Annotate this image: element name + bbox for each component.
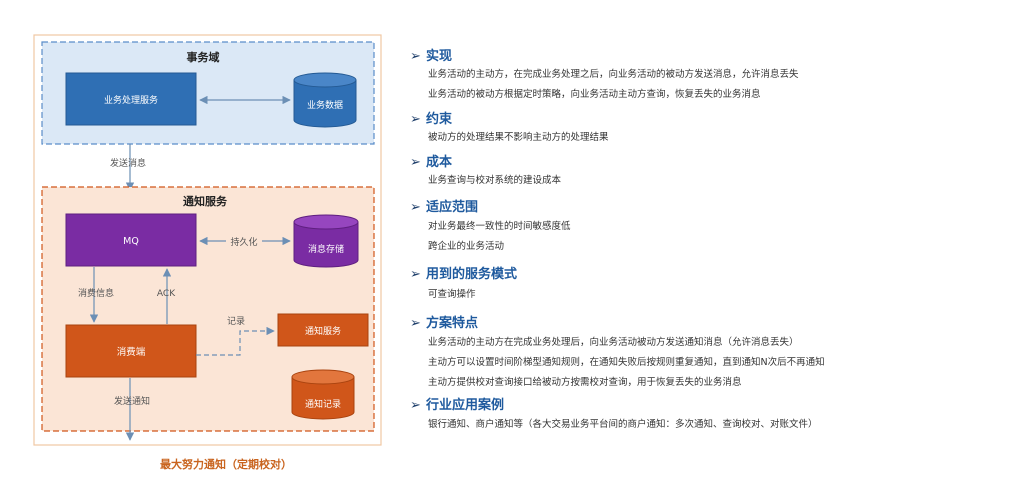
record-label: 记录 xyxy=(227,316,245,327)
chevron-right-icon: ➢ xyxy=(410,112,421,127)
consumer-box xyxy=(65,324,197,378)
chevron-right-icon: ➢ xyxy=(410,316,421,331)
mq-label: MQ xyxy=(123,236,139,247)
business-data-cylinder xyxy=(293,72,357,128)
notify-record-label: 通知记录 xyxy=(305,398,341,410)
chevron-right-icon: ➢ xyxy=(410,200,421,215)
record-arrow xyxy=(196,326,275,356)
persist-label: 持久化 xyxy=(230,236,257,248)
ack-label: ACK xyxy=(157,289,176,299)
section-line: 跨企业的业务活动 xyxy=(428,241,505,252)
section-line: 被动方的处理结果不影响主动方的处理结果 xyxy=(428,132,609,143)
consumer-label: 消费端 xyxy=(117,346,146,358)
section-line: 主动方可以设置时间阶梯型通知规则，在通知失败后按规则重复通知，直到通知N次后不再… xyxy=(428,357,825,368)
section-line: 主动方提供校对查询接口给被动方按需校对查询，用于恢复丢失的业务消息 xyxy=(428,377,742,388)
notify-service-box xyxy=(277,313,369,347)
section-title: 实现 xyxy=(426,49,453,64)
message-store-cylinder xyxy=(293,214,359,268)
business-service-box xyxy=(65,72,197,126)
persist-label-bg xyxy=(226,234,262,248)
section-line: 对业务最终一致性的时间敏感度低 xyxy=(428,221,571,232)
message-store-label: 消息存储 xyxy=(308,243,344,255)
notify-service-label: 通知服务 xyxy=(305,325,341,337)
section-title: 行业应用案例 xyxy=(426,398,505,413)
section-line: 银行通知、商户通知等（各大交易业务平台间的商户通知：多次通知、查询校对、对账文件… xyxy=(428,419,818,430)
send-notify-label: 发送通知 xyxy=(114,395,150,407)
diagram-caption: 最大努力通知（定期校对） xyxy=(160,457,292,471)
section-title: 成本 xyxy=(426,155,453,170)
chevron-right-icon: ➢ xyxy=(410,155,421,170)
chevron-right-icon: ➢ xyxy=(410,49,421,64)
section-title: 适应范围 xyxy=(426,200,479,215)
section-line: 业务查询与校对系统的建设成本 xyxy=(428,175,562,186)
consume-info-label: 消费信息 xyxy=(78,287,114,299)
section-line: 业务活动的主动方，在完成业务处理之后，向业务活动的被动方发送消息，允许消息丢失 xyxy=(428,69,799,80)
business-service-label: 业务处理服务 xyxy=(104,94,158,106)
chevron-right-icon: ➢ xyxy=(410,398,421,413)
section-line: 业务活动的主动方在完成业务处理后，向业务活动被动方发送通知消息（允许消息丢失） xyxy=(428,337,799,348)
section-title: 用到的服务模式 xyxy=(426,267,518,282)
mq-box xyxy=(65,213,197,267)
business-data-label: 业务数据 xyxy=(307,99,343,111)
section-title: 方案特点 xyxy=(426,316,479,331)
architecture-diagram: 事务域 业务处理服务 业务数据 发送消息 通知服务 MQ 消息存储 持久化 消费… xyxy=(33,34,382,471)
section-line: 可查询操作 xyxy=(428,289,476,300)
send-message-label: 发送消息 xyxy=(110,157,146,169)
section-line: 业务活动的被动方根据定时策略，向业务活动主动方查询，恢复丢失的业务消息 xyxy=(428,89,761,100)
section-title: 约束 xyxy=(426,112,453,127)
transaction-domain-label: 事务域 xyxy=(187,50,220,64)
notification-area-label: 通知服务 xyxy=(183,194,228,208)
notify-record-cylinder xyxy=(291,369,355,420)
chevron-right-icon: ➢ xyxy=(410,267,421,282)
